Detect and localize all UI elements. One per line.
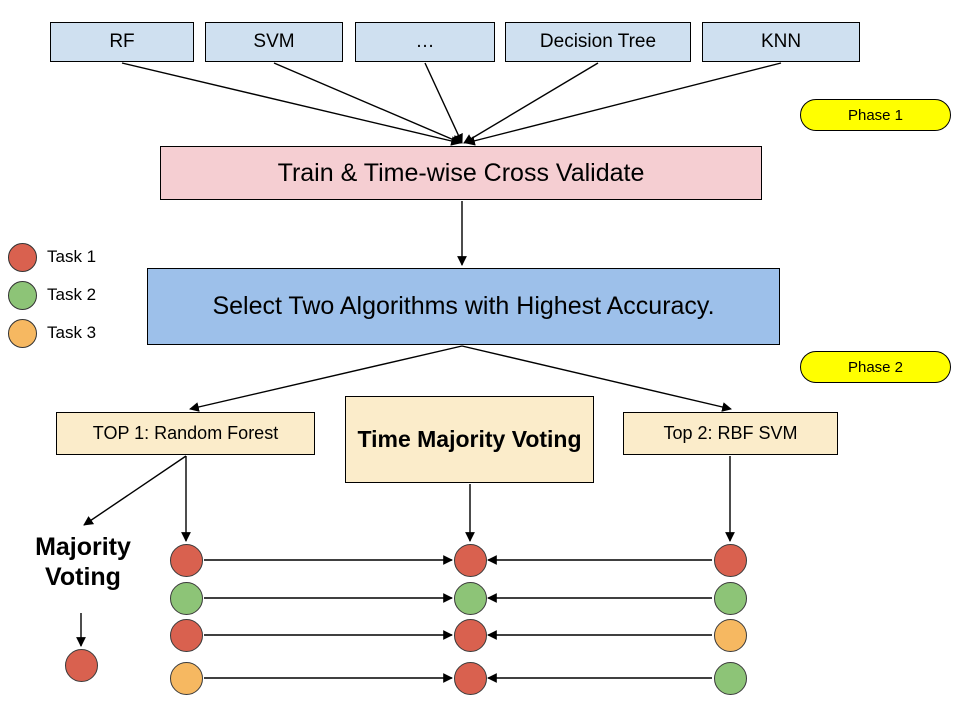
- edge-rf-to-train: [121, 62, 461, 146]
- stage-select-two-algorithms[interactable]: Select Two Algorithms with Highest Accur…: [147, 268, 780, 345]
- algorithm-box-decision-tree[interactable]: Decision Tree: [505, 22, 691, 62]
- edge-ellipsis-to-train: [424, 62, 463, 144]
- stage-label: Time Majority Voting: [357, 426, 582, 453]
- matrix-dot-col3-row1: [714, 544, 747, 577]
- stage-label: Train & Time-wise Cross Validate: [277, 158, 645, 187]
- stage-train-cross-validate[interactable]: Train & Time-wise Cross Validate: [160, 146, 762, 200]
- stage-top1-random-forest[interactable]: TOP 1: Random Forest: [56, 412, 315, 455]
- legend-item-label: Task 1: [47, 247, 97, 266]
- legend-item-task-2: Task 2: [8, 276, 138, 314]
- edge-svm-to-train: [273, 62, 462, 145]
- edge-knn-to-train: [465, 62, 782, 146]
- matrix-dot-col2-row3: [454, 619, 487, 652]
- algorithm-box-label: SVM: [253, 31, 295, 53]
- edge-dtree-to-train: [463, 62, 599, 144]
- legend-item-task-3: Task 3: [8, 314, 138, 352]
- stage-label: Select Two Algorithms with Highest Accur…: [212, 292, 715, 321]
- matrix-dot-col1-row4: [170, 662, 203, 695]
- legend-item-task-1: Task 1: [8, 238, 138, 276]
- legend-item-label: Task 3: [47, 323, 97, 342]
- algorithm-box-ellipsis[interactable]: …: [355, 22, 495, 62]
- stage-label: TOP 1: Random Forest: [92, 423, 279, 444]
- phase-badge-2: Phase 2: [800, 351, 951, 383]
- algorithm-box-label: RF: [109, 31, 135, 53]
- matrix-dot-col2-row2: [454, 582, 487, 615]
- task1-circle-icon: [8, 242, 37, 272]
- matrix-dot-col2-row4: [454, 662, 487, 695]
- majority-voting-label-line2: Voting: [45, 562, 121, 591]
- task3-circle-icon: [8, 318, 37, 348]
- legend-item-label: Task 2: [47, 285, 97, 304]
- algorithm-box-rf[interactable]: RF: [50, 22, 194, 62]
- matrix-dot-col2-row1: [454, 544, 487, 577]
- matrix-dot-col3-row4: [714, 662, 747, 695]
- algorithm-box-knn[interactable]: KNN: [702, 22, 860, 62]
- phase-badge-1: Phase 1: [800, 99, 951, 131]
- matrix-dot-col3-row2: [714, 582, 747, 615]
- algorithm-box-label: …: [415, 31, 435, 53]
- stage-top2-rbf-svm[interactable]: Top 2: RBF SVM: [623, 412, 838, 455]
- algorithm-box-label: Decision Tree: [539, 31, 657, 53]
- task-legend: Task 1 Task 2 Task 3: [8, 238, 138, 352]
- algorithm-box-svm[interactable]: SVM: [205, 22, 343, 62]
- matrix-dot-col1-row1: [170, 544, 203, 577]
- matrix-dot-col1-row3: [170, 619, 203, 652]
- edge-top1-to-majority-voting: [83, 455, 187, 526]
- majority-voting-label-line1: Majority: [35, 533, 131, 561]
- majority-voting-label: Majority Voting: [18, 533, 148, 592]
- matrix-dot-col1-row2: [170, 582, 203, 615]
- task2-circle-icon: [8, 280, 37, 310]
- phase-badge-label: Phase 2: [847, 358, 904, 376]
- matrix-dot-col3-row3: [714, 619, 747, 652]
- majority-voting-result-dot: [65, 649, 98, 682]
- stage-label: Top 2: RBF SVM: [663, 423, 798, 444]
- phase-badge-label: Phase 1: [847, 106, 904, 124]
- algorithm-box-label: KNN: [760, 31, 802, 53]
- stage-time-majority-voting[interactable]: Time Majority Voting: [345, 396, 594, 483]
